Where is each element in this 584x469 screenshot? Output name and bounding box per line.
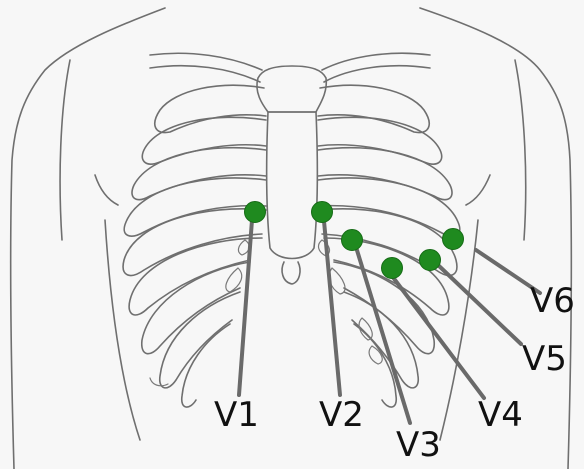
right-arm-inner-line — [515, 60, 526, 240]
xiphoid-process — [282, 262, 300, 284]
v1-label: V1 — [214, 398, 259, 432]
v1-electrode — [245, 202, 266, 223]
left-ribs — [123, 85, 266, 407]
v4-label: V4 — [478, 398, 523, 432]
v2-label: V2 — [319, 398, 364, 432]
v5-leader-line — [438, 265, 521, 344]
v5-label: V5 — [522, 342, 567, 376]
right-clavicle — [322, 53, 430, 82]
v5-electrode — [420, 250, 441, 271]
v1-leader-line — [239, 220, 252, 395]
v2-leader-line — [324, 221, 340, 395]
sternum-manubrium — [257, 66, 326, 112]
v4-electrode — [382, 258, 403, 279]
v6-label: V6 — [530, 284, 575, 318]
left-shoulder-outline — [11, 8, 165, 469]
sternum-body — [267, 112, 318, 259]
left-clavicle — [150, 53, 262, 82]
left-flank — [95, 175, 140, 440]
v3-electrode — [342, 230, 363, 251]
v6-electrode — [443, 229, 464, 250]
v2-electrode — [312, 202, 333, 223]
v3-label: V3 — [396, 428, 441, 462]
left-arm-inner-line — [60, 60, 70, 240]
